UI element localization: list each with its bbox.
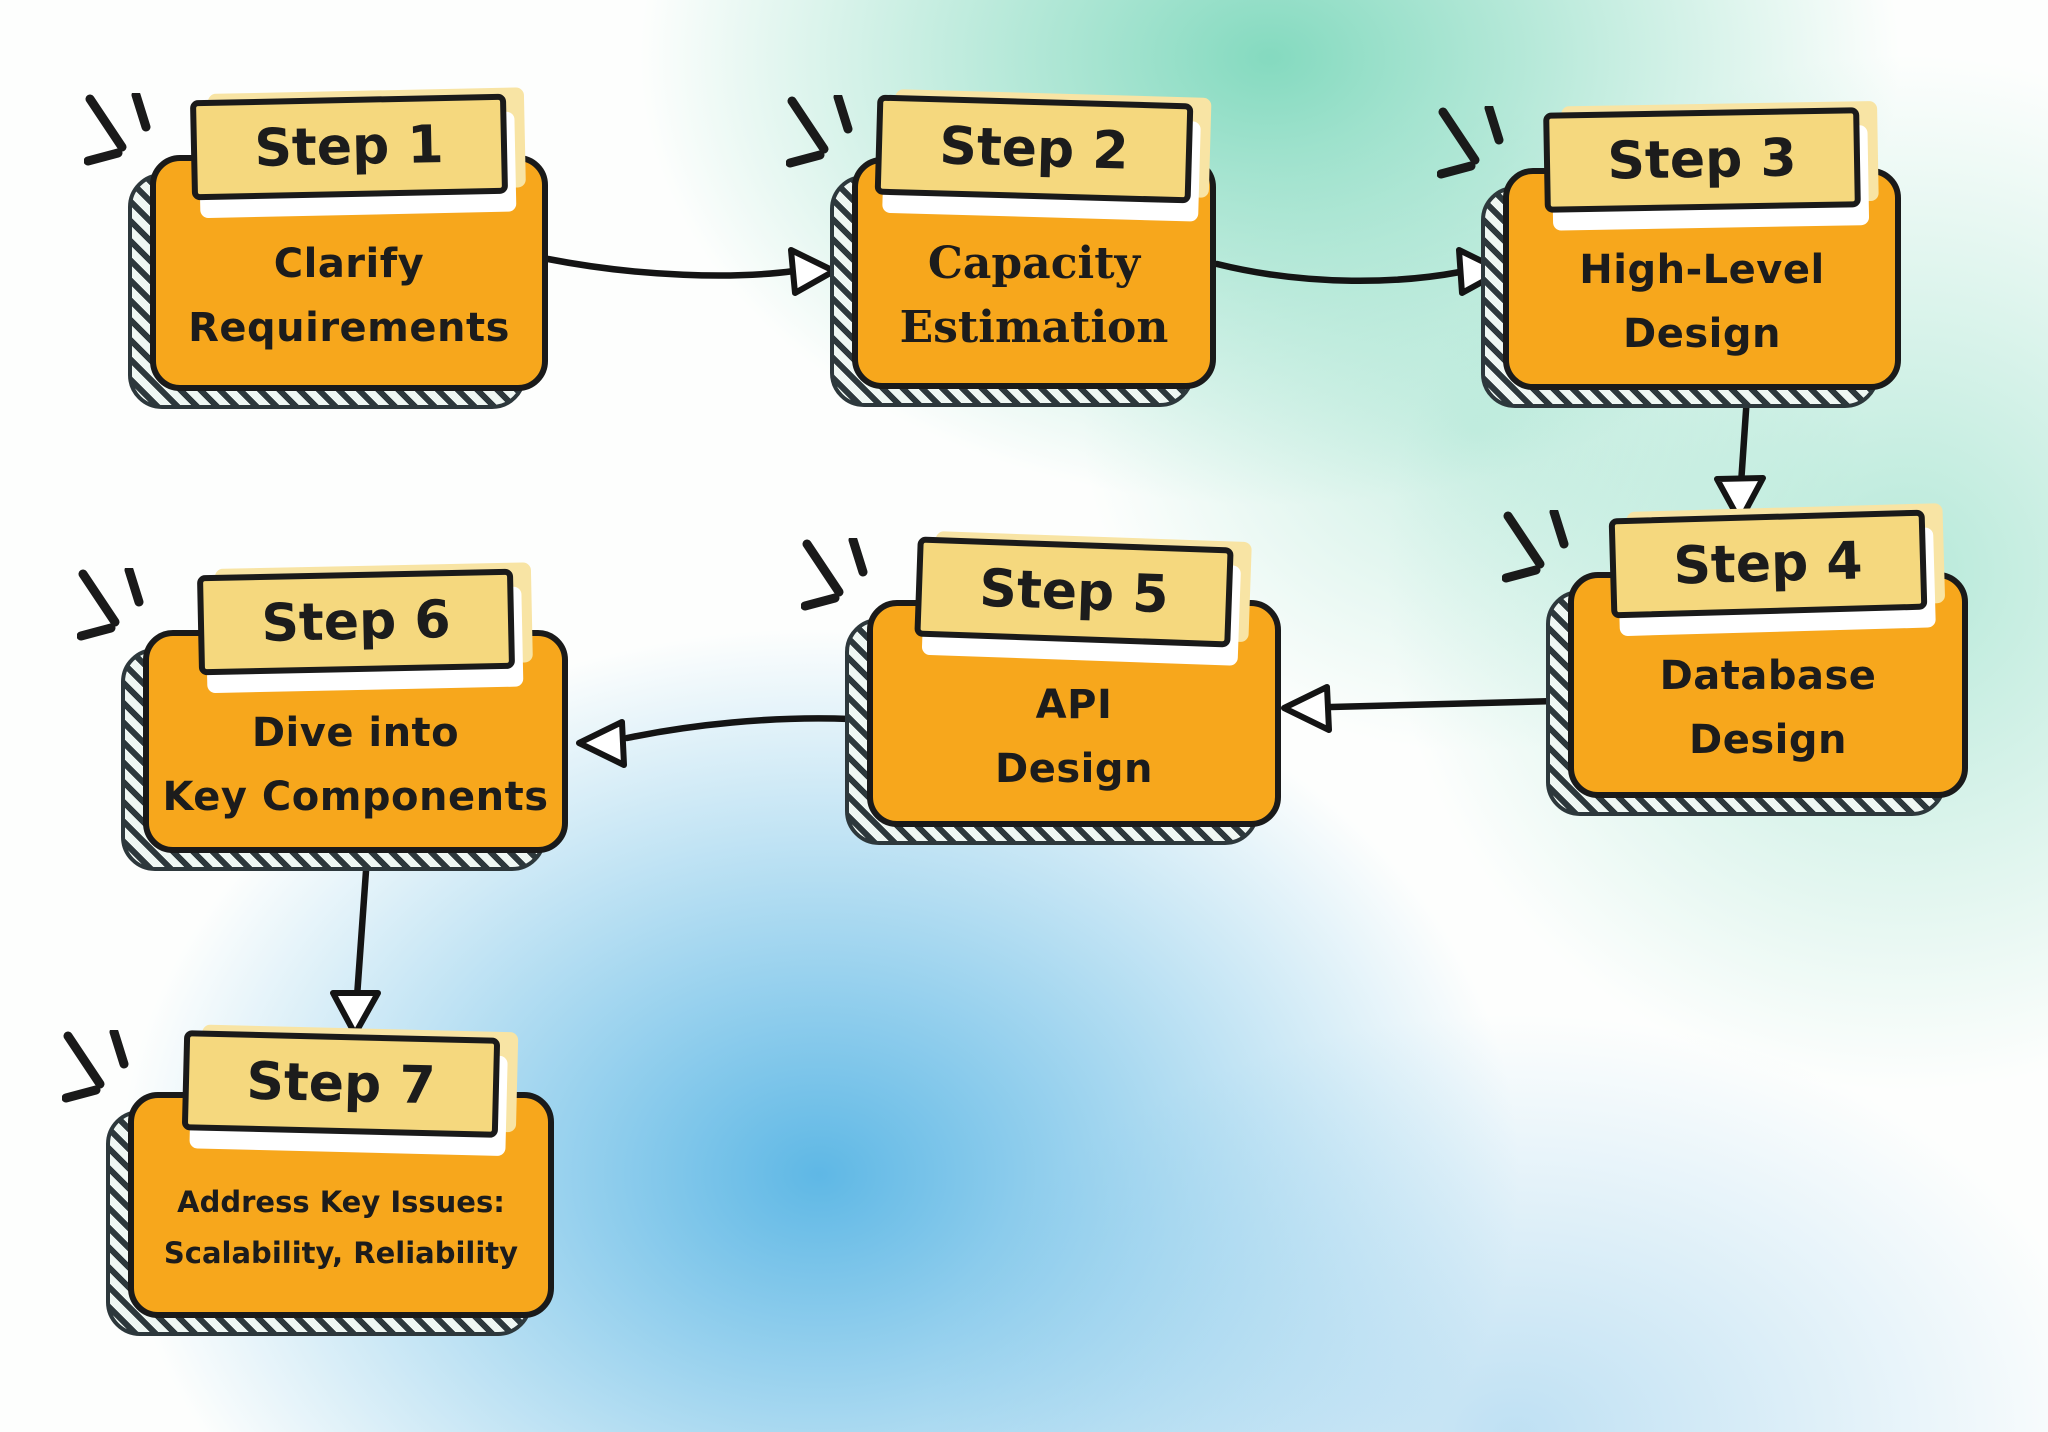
step-card-6: Dive into Key Components Step 6 [77, 568, 568, 871]
step-badge: Step 3 [1543, 107, 1861, 213]
arrow-step3-step4 [1714, 392, 1766, 524]
arrow-step5-step6 [576, 715, 854, 768]
sparkle-burst-icon [801, 538, 868, 611]
step-title-line: Key Components [162, 773, 549, 820]
arrowhead-right-icon [788, 247, 837, 296]
sparkle-burst-icon [1502, 510, 1569, 583]
step-badge: Step 5 [914, 536, 1234, 648]
step-title-line: Design [995, 745, 1153, 792]
step-title-line: Design [1689, 717, 1847, 763]
step-card-7: Address Key Issues: Scalability, Reliabi… [62, 1030, 554, 1336]
step-title-line: Address Key Issues: [177, 1185, 505, 1219]
sparkle-burst-icon [84, 93, 151, 166]
step-title-line: Clarify [273, 241, 425, 287]
sparkle-burst-icon [77, 568, 144, 641]
step-title-line: Design [1623, 311, 1781, 357]
step-card-5: API Design Step 5 [801, 536, 1281, 845]
step-badge: Step 4 [1608, 509, 1928, 619]
step-card-3: High-Level Design Step 3 [1437, 106, 1901, 408]
step-title-line: API [1035, 681, 1113, 728]
arrowhead-left-icon [576, 719, 627, 768]
arrowhead-down-icon [1714, 475, 1766, 524]
step-title-line: High-Level [1579, 247, 1825, 293]
step-badge: Step 7 [181, 1030, 501, 1138]
step-title-line: Scalability, Reliability [163, 1236, 519, 1270]
step-card-2: Capacity Estimation Step 2 [786, 94, 1216, 407]
arrow-step1-step2 [544, 247, 837, 296]
step-title-line: Database [1659, 653, 1877, 699]
step-title-line: Requirements [188, 305, 510, 351]
sparkle-burst-icon [786, 95, 853, 168]
arrowhead-left-icon [1281, 684, 1332, 733]
step-card-4: Database Design Step 4 [1502, 509, 1968, 816]
step-badge: Step 1 [189, 93, 509, 201]
arrow-step2-step3 [1213, 247, 1505, 296]
step-badge: Step 6 [196, 568, 515, 676]
step-badge: Step 2 [874, 94, 1194, 204]
sparkle-burst-icon [1437, 106, 1504, 179]
step-title-line: Dive into [251, 709, 460, 756]
step-card-1: Clarify Requirements Step 1 [84, 93, 548, 409]
step-body: Clarify Requirements [150, 155, 548, 391]
arrowhead-down-icon [330, 990, 381, 1037]
arrow-step4-step5 [1281, 684, 1560, 733]
sparkle-burst-icon [62, 1030, 129, 1103]
arrow-step6-step7 [330, 867, 381, 1037]
step-title-line: Estimation [899, 302, 1169, 353]
step-title-line: Capacity [927, 238, 1141, 289]
